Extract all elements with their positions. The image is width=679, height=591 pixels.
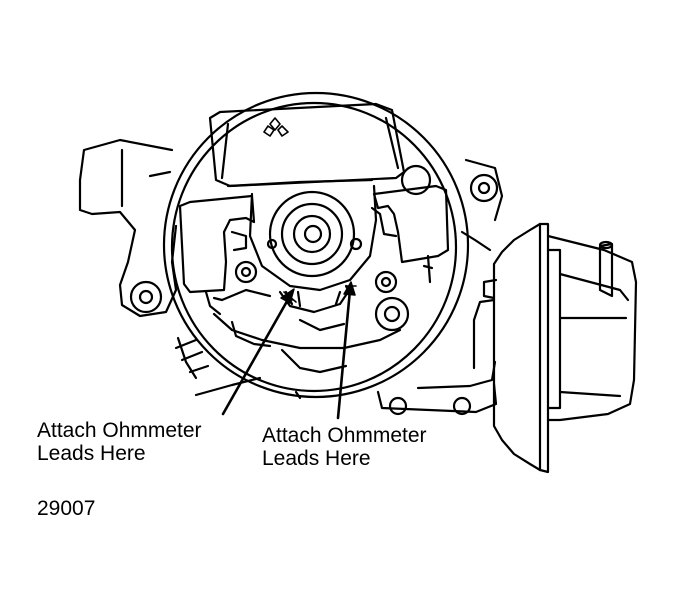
vacuum-advance-unit bbox=[472, 222, 638, 474]
left-mounting-lug bbox=[78, 138, 178, 318]
callout-label-left: Attach Ohmmeter Leads Here bbox=[37, 419, 202, 465]
callout-right-line1: Attach Ohmmeter bbox=[262, 424, 427, 447]
figure-number: 29007 bbox=[37, 497, 96, 520]
leader-arrow-left bbox=[221, 288, 297, 416]
right-pickup-bracket bbox=[370, 164, 450, 332]
cap-rim bbox=[162, 91, 470, 399]
callout-left-line2: Leads Here bbox=[37, 442, 146, 465]
logo-icon bbox=[263, 117, 289, 137]
left-pickup-bracket bbox=[178, 194, 258, 316]
distributor-base bbox=[294, 382, 498, 416]
callout-right-line2: Leads Here bbox=[262, 447, 371, 470]
callout-label-right: Attach Ohmmeter Leads Here bbox=[262, 424, 427, 470]
leader-arrow-right bbox=[336, 281, 357, 420]
callout-left-line1: Attach Ohmmeter bbox=[37, 419, 202, 442]
rotor-hub bbox=[248, 184, 378, 314]
breaker-plate bbox=[212, 284, 402, 374]
